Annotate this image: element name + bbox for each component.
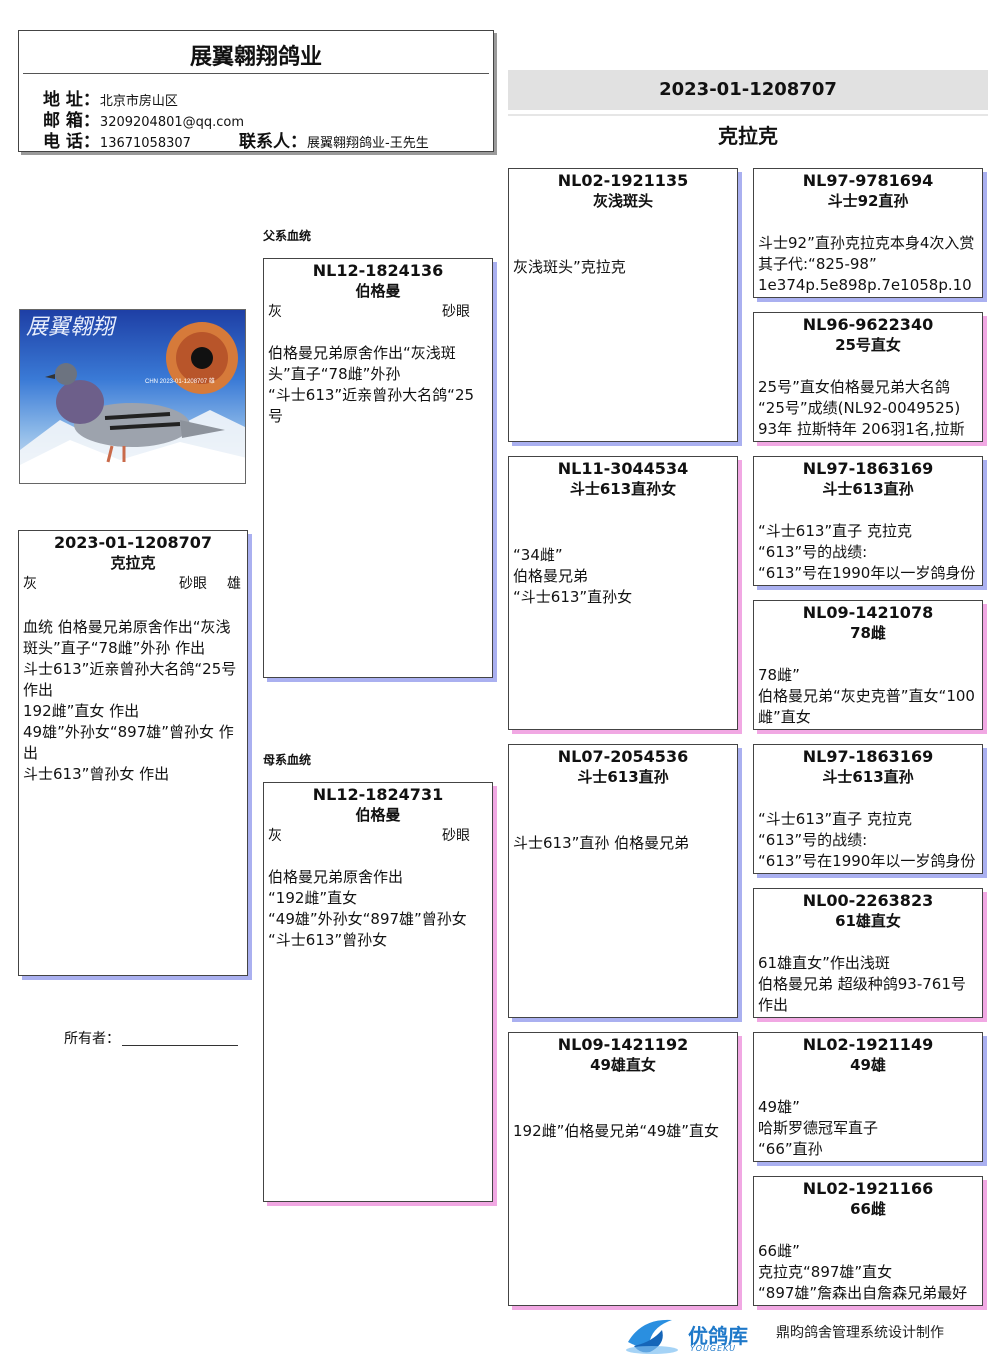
pigeon-name: 78雌	[754, 623, 982, 643]
subject-attributes: 灰 砂眼 雄	[23, 573, 243, 593]
sire-attributes: 灰 砂眼	[268, 301, 488, 321]
grandsire-paternal-card[interactable]: NL02-1921135 灰浅斑头 灰浅斑头”克拉克	[508, 168, 738, 442]
top-divider	[508, 114, 988, 116]
grandsire-maternal-card[interactable]: NL07-2054536 斗士613直孙 斗士613”直孙 伯格曼兄弟	[508, 744, 738, 1018]
brand-logo-icon	[622, 1312, 682, 1356]
great-grandparent-card[interactable]: NL09-1421078 78雌 78雌” 伯格曼兄弟“灰史克普”直女“100雌…	[753, 600, 983, 730]
pigeon-description: 25号”直女伯格曼兄弟大名鸽 “25号”成绩(NL92-0049525) 93年…	[754, 377, 982, 440]
pigeon-name: 49雄直女	[509, 1055, 737, 1075]
breeder-name: 展翼翱翔鸽业	[19, 39, 493, 71]
pigeon-ring: NL97-1863169	[754, 459, 982, 479]
photo-ring-text: CHN 2023-01-1208707 雄	[145, 377, 215, 385]
pigeon-name: 斗士92直孙	[754, 191, 982, 211]
great-grandparent-card[interactable]: NL96-9622340 25号直女 25号”直女伯格曼兄弟大名鸽 “25号”成…	[753, 312, 983, 442]
sire-color: 灰	[268, 301, 282, 321]
photo-logo-text: 展翼翱翔	[26, 315, 117, 340]
contact-value: 展翼翱翔鸽业-王先生	[307, 136, 429, 151]
subject-sex: 雄	[227, 573, 241, 593]
pigeon-description: 61雄直女”作出浅斑 伯格曼兄弟 超级种鸽93-761号作出	[754, 953, 982, 1016]
pigeon-description: “34雌” 伯格曼兄弟 “斗士613”直孙女	[509, 545, 737, 608]
owner-blank-line	[122, 1033, 238, 1046]
granddam-maternal-card[interactable]: NL09-1421192 49雄直女 192雌”伯格曼兄弟“49雄”直女	[508, 1032, 738, 1306]
subject-pigeon-card[interactable]: 2023-01-1208707 克拉克 灰 砂眼 雄 血统 伯格曼兄弟原舍作出“…	[18, 530, 248, 976]
pigeon-ring: NL00-2263823	[754, 891, 982, 911]
dam-card[interactable]: NL12-1824731 伯格曼 灰 砂眼 伯格曼兄弟原舍作出 “192雌”直女…	[263, 782, 493, 1202]
sire-ring: NL12-1824136	[264, 261, 492, 281]
pigeon-photo: CHN 2023-01-1208707 雄 展翼翱翔	[19, 309, 246, 484]
header-divider	[23, 73, 489, 74]
pigeon-ring: NL02-1921166	[754, 1179, 982, 1199]
pigeon-description: 66雌” 克拉克“897雄”直女 “897雄”詹森出自詹森兄弟最好	[754, 1241, 982, 1304]
top-pigeon-name: 克拉克	[508, 120, 988, 149]
great-grandparent-card[interactable]: NL97-9781694 斗士92直孙 斗士92”直孙克拉克本身4次入赏其子代:…	[753, 168, 983, 298]
pigeon-ring: NL07-2054536	[509, 747, 737, 767]
footer-credit: 鼎昀鸽舍管理系统设计制作	[776, 1322, 944, 1342]
pigeon-name: 25号直女	[754, 335, 982, 355]
subject-color: 灰	[23, 573, 37, 593]
pigeon-name: 61雄直女	[754, 911, 982, 931]
great-grandparent-card[interactable]: NL02-1921166 66雌 66雌” 克拉克“897雄”直女 “897雄”…	[753, 1176, 983, 1306]
pigeon-description: 斗士92”直孙克拉克本身4次入赏其子代:“825-98” 1e374p.5e89…	[754, 233, 982, 298]
pigeon-name: 斗士613直孙	[754, 479, 982, 499]
granddam-paternal-card[interactable]: NL11-3044534 斗士613直孙女 “34雌” 伯格曼兄弟 “斗士613…	[508, 456, 738, 730]
pigeon-ring: NL97-1863169	[754, 747, 982, 767]
top-ring-number: 2023-01-1208707	[508, 70, 988, 110]
pigeon-description: 灰浅斑头”克拉克	[509, 257, 737, 278]
phone-row: 电 话：13671058307 联系人：展翼翱翔鸽业-王先生	[43, 127, 429, 152]
dam-name: 伯格曼	[264, 805, 492, 825]
pigeon-name: 斗士613直孙	[509, 767, 737, 787]
dam-color: 灰	[268, 825, 282, 845]
pigeon-description: “斗士613”直子 克拉克 “613”号的战绩: “613”号在1990年以一岁…	[754, 521, 982, 584]
brand-subtitle: YOUGEKU	[690, 1344, 736, 1353]
pigeon-description: “斗士613”直子 克拉克 “613”号的战绩: “613”号在1990年以一岁…	[754, 809, 982, 872]
breeder-header-card: 展翼翱翔鸽业 地 址：北京市房山区 邮 箱：3209204801@qq.com …	[18, 30, 494, 152]
pigeon-ring: NL02-1921135	[509, 171, 737, 191]
dam-description: 伯格曼兄弟原舍作出 “192雌”直女 “49雄”外孙女“897雄”曾孙女 “斗士…	[264, 867, 492, 951]
pigeon-ring: NL11-3044534	[509, 459, 737, 479]
contact-label: 联系人：	[239, 127, 307, 152]
sire-side-label: 父系血统	[263, 227, 311, 244]
sire-card[interactable]: NL12-1824136 伯格曼 灰 砂眼 伯格曼兄弟原舍作出“灰浅斑头”直子“…	[263, 258, 493, 678]
pigeon-name: 49雄	[754, 1055, 982, 1075]
pigeon-description: 49雄” 哈斯罗德冠军直子 “66”直孙	[754, 1097, 982, 1160]
dam-attributes: 灰 砂眼	[268, 825, 488, 845]
phone-label: 电 话：	[43, 127, 100, 152]
phone-value: 13671058307	[100, 136, 191, 151]
subject-description: 血统 伯格曼兄弟原舍作出“灰浅斑头”直子“78雌”外孙 作出 斗士613”近亲曾…	[19, 617, 247, 785]
pigeon-description: 78雌” 伯格曼兄弟“灰史克普”直女“100雌”直女	[754, 665, 982, 728]
owner-field: 所有者：	[64, 1028, 238, 1048]
sire-eye: 砂眼	[442, 301, 470, 321]
owner-label: 所有者：	[64, 1031, 120, 1047]
great-grandparent-card[interactable]: NL97-1863169 斗士613直孙 “斗士613”直子 克拉克 “613”…	[753, 744, 983, 874]
pigeon-ring: NL09-1421192	[509, 1035, 737, 1055]
pigeon-name: 灰浅斑头	[509, 191, 737, 211]
pigeon-name: 66雌	[754, 1199, 982, 1219]
pigeon-ring: NL09-1421078	[754, 603, 982, 623]
pigeon-description: 斗士613”直孙 伯格曼兄弟	[509, 833, 737, 854]
subject-ring: 2023-01-1208707	[19, 533, 247, 553]
pigeon-name: 斗士613直孙女	[509, 479, 737, 499]
sire-name: 伯格曼	[264, 281, 492, 301]
dam-eye: 砂眼	[442, 825, 470, 845]
pigeon-photo-image: CHN 2023-01-1208707 雄 展翼翱翔	[20, 310, 246, 484]
pigeon-ring: NL97-9781694	[754, 171, 982, 191]
dam-ring: NL12-1824731	[264, 785, 492, 805]
subject-name: 克拉克	[19, 553, 247, 573]
pigeon-name: 斗士613直孙	[754, 767, 982, 787]
great-grandparent-card[interactable]: NL02-1921149 49雄 49雄” 哈斯罗德冠军直子 “66”直孙	[753, 1032, 983, 1162]
great-grandparent-card[interactable]: NL00-2263823 61雄直女 61雄直女”作出浅斑 伯格曼兄弟 超级种鸽…	[753, 888, 983, 1018]
dam-side-label: 母系血统	[263, 751, 311, 768]
pigeon-ring: NL96-9622340	[754, 315, 982, 335]
pigeon-ring: NL02-1921149	[754, 1035, 982, 1055]
pigeon-description: 192雌”伯格曼兄弟“49雄”直女	[509, 1121, 737, 1142]
great-grandparent-card[interactable]: NL97-1863169 斗士613直孙 “斗士613”直子 克拉克 “613”…	[753, 456, 983, 586]
sire-description: 伯格曼兄弟原舍作出“灰浅斑头”直子“78雌”外孙 “斗士613”近亲曾孙大名鸽“…	[264, 343, 492, 427]
subject-eye: 砂眼	[179, 573, 207, 593]
